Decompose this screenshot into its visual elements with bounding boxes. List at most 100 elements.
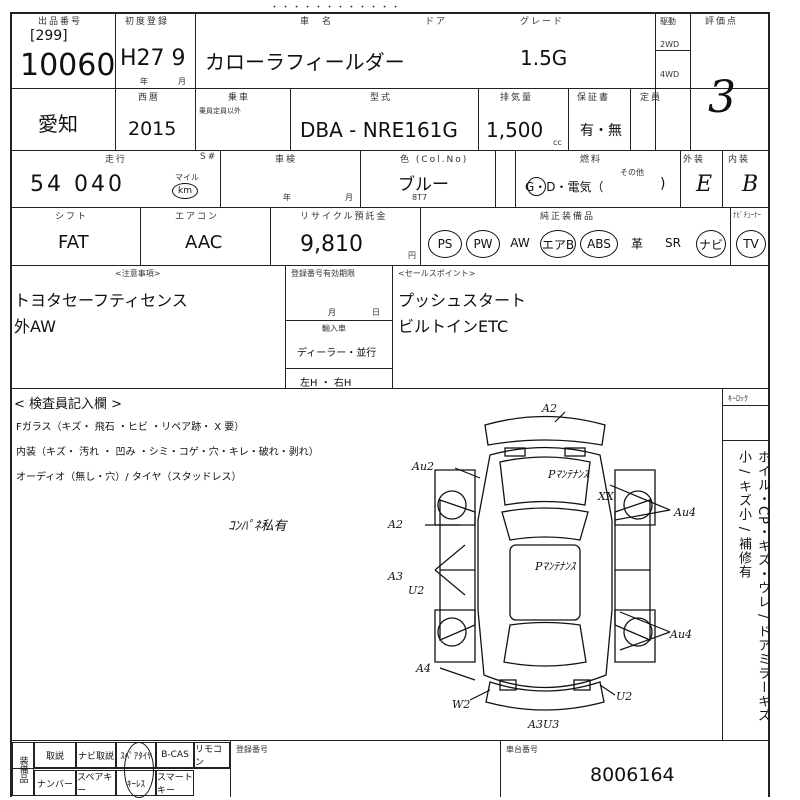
mileage-value: 54 040: [30, 172, 125, 197]
spare-tire-circle: [124, 742, 154, 798]
glass-line: Fガラス（キズ・ 飛石 ・ヒビ ・リペア跡・ X 要）: [16, 422, 245, 433]
interior-label: 内装: [728, 155, 751, 165]
equipment-item: エアB: [540, 230, 576, 258]
damage-mark: W2: [452, 698, 470, 711]
inspector-label: < 検査員記入欄 >: [14, 397, 123, 412]
bottom-label-spare-key: スペアキー: [76, 770, 116, 796]
damage-mark: A3: [387, 570, 403, 583]
model-type-value: DBA - NRE161G: [300, 118, 458, 142]
bottom-label-navi-manual: ナビ取説: [76, 742, 116, 768]
aircon-label: エアコン: [175, 212, 220, 222]
front-bumper-outline: [484, 415, 606, 446]
equipment-item: AW: [510, 236, 530, 250]
damage-mark: XX: [597, 490, 615, 503]
warranty-label: 保証書: [577, 93, 611, 103]
bottom-label-bcas: B-CAS: [156, 742, 194, 768]
color-no: 8T7: [412, 193, 428, 202]
wheel-rear-right: [623, 617, 653, 647]
prefecture-value: 愛知: [38, 112, 78, 136]
recycle-unit: 円: [408, 251, 416, 260]
inspection-label: 車検: [275, 155, 298, 165]
warranty-value: 有・無: [580, 123, 622, 139]
audio-tire-line: オーディオ（無し・穴）/ タイヤ（スタッドレス）: [16, 472, 242, 483]
color-label: 色 (Col.No): [400, 155, 469, 165]
equipment-item: ナビ: [696, 230, 726, 258]
km-unit-circled: km: [172, 183, 198, 199]
drive-2wd: 2WD: [660, 40, 680, 49]
damage-mark: Au4: [669, 628, 692, 641]
equipment-item: SR: [665, 236, 681, 250]
chassis-no-label: 車台番号: [506, 745, 538, 754]
doors-label: ドア: [425, 17, 448, 27]
drive-label: 駆動: [660, 17, 676, 26]
reg-no-label: 登録番号: [236, 745, 268, 754]
import-label: 輸入車: [322, 324, 346, 333]
damage-mark: A3U3: [527, 718, 559, 731]
model-year-label: 西暦: [138, 93, 161, 103]
car-diagram: A2 Au2 Pﾏﾝﾃﾅﾝｽ XX Au4 A2 A3 U2 Pﾏﾝﾃﾅﾝｽ A…: [387, 402, 696, 731]
bottom-label-remote: リモコン: [194, 742, 230, 768]
damage-mark: U2: [616, 690, 632, 703]
roof-outline: [509, 544, 581, 621]
windshield-outline: [501, 507, 589, 541]
rear-bumper-outline: [485, 681, 605, 711]
recycle-value: 9,810: [300, 232, 363, 257]
damage-mark: Pﾏﾝﾃﾅﾝｽ: [547, 468, 590, 481]
shift-value: FAT: [58, 232, 89, 253]
car-name-value: カローラフィールダー: [205, 50, 405, 74]
import-dealer: ディーラー・並行: [297, 348, 377, 359]
score-label: 評価点: [705, 17, 739, 27]
damage-mark: Au4: [673, 506, 696, 519]
first-reg-value: H27 9: [120, 46, 186, 71]
hood-outline: [499, 456, 591, 506]
sales-points-label: <セールスポイント>: [398, 269, 476, 278]
model-type-label: 型式: [370, 93, 393, 103]
navi-tuner-label: ﾅﾋﾞﾁｭｰﾅｰ: [733, 211, 761, 219]
record-month: 月: [328, 308, 336, 317]
damage-mark: A2: [387, 518, 403, 531]
exhibit-no-label: 出品番号: [38, 17, 83, 27]
lot-prefix: [299]: [30, 28, 68, 44]
damage-mark: A4: [415, 662, 431, 675]
notes-label: <注意事項>: [115, 269, 161, 278]
color-value: ブルー: [398, 175, 449, 195]
first-reg-year-suffix: 年: [140, 77, 148, 86]
inspection-year: 年: [283, 193, 291, 202]
inspection-month: 月: [345, 193, 353, 202]
side-damage-notes: ホイル・CP・キズ・ウレ / ドアミラーキズ小 / キズ小 / 補修有: [736, 450, 770, 723]
handwritten-note: ｺﾝﾊﾟﾈ私有: [228, 519, 287, 534]
bottom-label-smart-key: スマートキー: [156, 770, 194, 796]
fuel-label: 燃料: [580, 155, 603, 165]
car-name-label: 車 名: [300, 17, 334, 27]
wheel-front-left: [437, 490, 467, 520]
grade-value: 1.5G: [520, 46, 568, 70]
fuel-g-circle: [527, 177, 546, 196]
wheel-rear-left: [437, 617, 467, 647]
equipment-item: PS: [428, 230, 462, 258]
fuel-close-paren: ): [660, 176, 666, 192]
note-line-2: 外AW: [14, 317, 56, 336]
equipment-item: ABS: [580, 230, 618, 258]
equipment-label: 純正装備品: [540, 212, 596, 222]
bottom-label-equipment: 装備品: [12, 742, 34, 796]
interior-grade: B: [742, 172, 759, 197]
displacement-label: 排気量: [500, 93, 534, 103]
title-fragment: ・・・・・・・・・・・・: [270, 3, 403, 13]
equipment-item: PW: [466, 230, 500, 258]
equipment-item: TV: [736, 230, 766, 258]
chassis-no-value: 8006164: [590, 764, 675, 786]
body-outline: [477, 446, 613, 689]
displacement-value: 1,500: [486, 118, 544, 142]
bottom-label-manual: 取説: [34, 742, 76, 768]
note-line-1: トヨタセーフティセンス: [14, 291, 188, 310]
seats-label: 乗車: [228, 93, 251, 103]
mile-unit: マイル: [175, 173, 199, 182]
exterior-label: 外装: [683, 155, 706, 165]
drive-4wd: 4WD: [660, 70, 680, 79]
interior-condition-line: 内装（キズ・ 汚れ ・ 凹み ・シミ・コゲ・穴・キレ・破れ・剥れ）: [16, 447, 319, 458]
damage-mark: A2: [541, 402, 557, 415]
first-reg-month-suffix: 月: [178, 77, 186, 86]
rear-window-outline: [503, 621, 587, 667]
record-date-label: 登録番号有効期限: [291, 269, 355, 278]
record-day: 日: [372, 308, 380, 317]
